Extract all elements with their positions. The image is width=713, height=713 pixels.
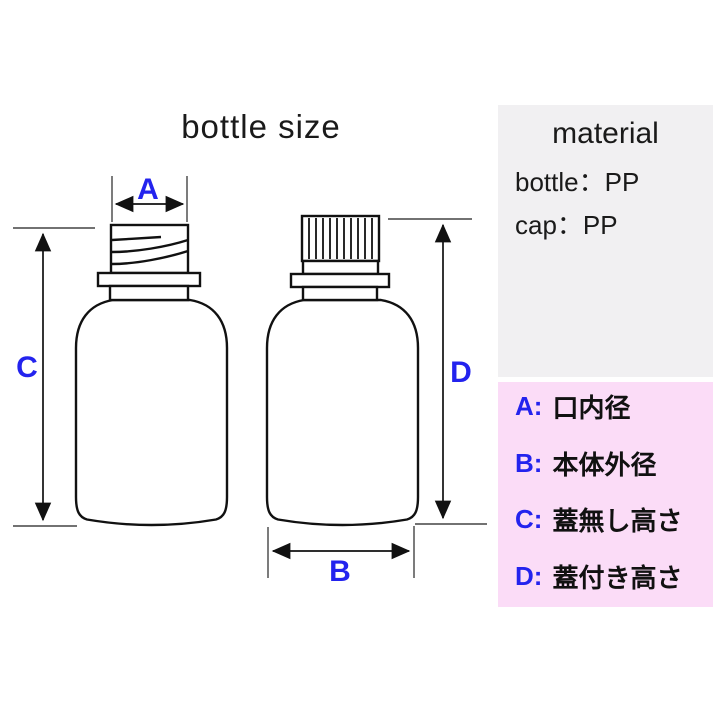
- dimension-b: [267, 526, 415, 578]
- dim-label-b: B: [329, 555, 351, 588]
- neck-base: [108, 284, 190, 302]
- legend-label-b: 本体外径: [552, 449, 657, 480]
- legend-key-d: D:: [515, 560, 543, 591]
- material-heading: material: [552, 117, 659, 150]
- legend-key-b: B:: [515, 447, 543, 478]
- neck-collar: [289, 272, 391, 289]
- legend-label-a: 口内径: [552, 393, 631, 423]
- bottle-body: [265, 298, 420, 527]
- neck-collar: [96, 271, 202, 288]
- bottle-body: [74, 298, 229, 527]
- dimension-d: [388, 218, 487, 525]
- bottle-no-cap-drawing: [74, 223, 229, 527]
- legend-row-a: A: 口内径: [515, 388, 713, 425]
- legend-row-d: D: 蓋付き高さ: [515, 558, 713, 595]
- legend-key-c: C:: [515, 504, 543, 535]
- material-cap-row: cap：PP: [515, 210, 618, 240]
- bottle-with-cap-drawing: [265, 214, 420, 527]
- dimension-c: [13, 227, 95, 527]
- legend-label-c: 蓋無し高さ: [552, 506, 683, 537]
- dim-label-c: C: [16, 351, 38, 384]
- material-bottle-row: bottle：PP: [515, 167, 640, 197]
- legend-label-d: 蓋付き高さ: [552, 562, 683, 593]
- dim-label-a: A: [137, 173, 159, 206]
- legend-key-a: A:: [515, 391, 543, 421]
- neck-threads: [111, 235, 189, 266]
- legend-row-c: C: 蓋無し高さ: [515, 501, 713, 538]
- dimension-a: [111, 176, 188, 222]
- cap-skirt: [301, 259, 380, 276]
- dim-label-d: D: [450, 356, 472, 389]
- material-panel: material bottle：PP cap：PP: [498, 105, 713, 377]
- page-title: bottle size: [181, 108, 341, 145]
- cap-ribs: [308, 218, 373, 259]
- legend-row-b: B: 本体外径: [515, 445, 713, 482]
- cap-ribbed-top: [300, 214, 381, 263]
- neck-base: [301, 285, 379, 302]
- dimension-legend-panel: A: 口内径 B: 本体外径 C: 蓋無し高さ D: 蓋付き高さ: [498, 382, 713, 607]
